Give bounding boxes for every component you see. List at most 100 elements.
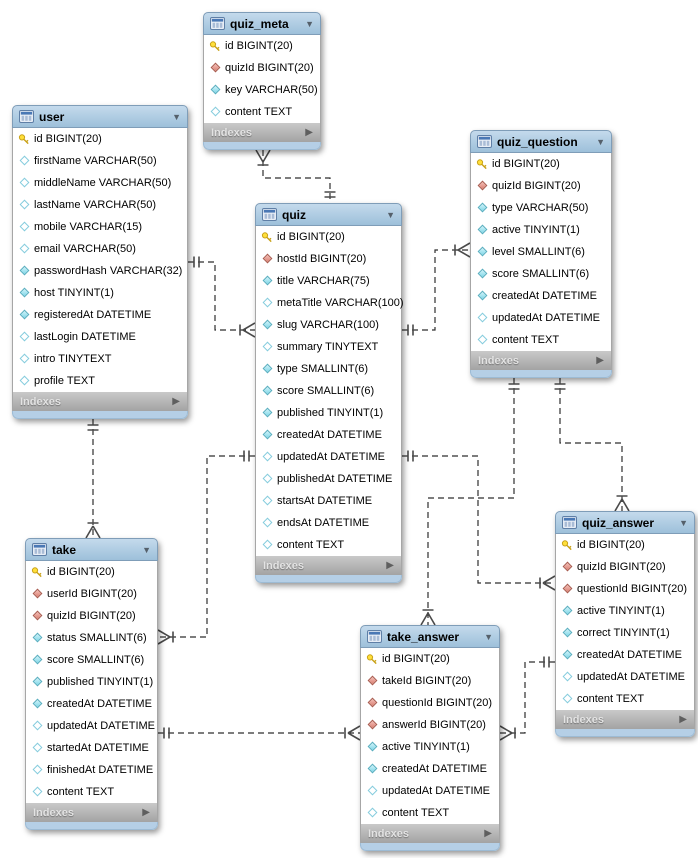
column-row[interactable]: updatedAt DATETIME (361, 780, 499, 802)
relationship-take_answer-quiz_question[interactable] (420, 378, 520, 626)
expand-arrow-icon[interactable]: ▶ (386, 560, 394, 571)
table-header[interactable]: take▼ (25, 538, 158, 561)
relationship-take_answer-take[interactable] (158, 725, 361, 741)
indexes-section[interactable]: Indexes▶ (12, 392, 188, 411)
table-take[interactable]: take▼id BIGINT(20)userId BIGINT(20)quizI… (25, 538, 158, 830)
column-row[interactable]: quizId BIGINT(20) (471, 175, 611, 197)
table-quiz_question[interactable]: quiz_question▼id BIGINT(20)quizId BIGINT… (470, 130, 612, 378)
column-row[interactable]: endsAt DATETIME (256, 512, 401, 534)
indexes-section[interactable]: Indexes▶ (470, 351, 612, 370)
table-header[interactable]: quiz_meta▼ (203, 12, 321, 35)
column-row[interactable]: firstName VARCHAR(50) (13, 150, 187, 172)
column-row[interactable]: host TINYINT(1) (13, 282, 187, 304)
collapse-caret-icon[interactable]: ▼ (679, 517, 688, 528)
expand-arrow-icon[interactable]: ▶ (679, 714, 687, 725)
column-row[interactable]: published TINYINT(1) (26, 671, 157, 693)
column-row[interactable]: id BIGINT(20) (256, 226, 401, 248)
table-quiz_answer[interactable]: quiz_answer▼id BIGINT(20)quizId BIGINT(2… (555, 511, 695, 737)
column-row[interactable]: metaTitle VARCHAR(100) (256, 292, 404, 314)
column-row[interactable]: email VARCHAR(50) (13, 238, 187, 260)
expand-arrow-icon[interactable]: ▶ (305, 127, 313, 138)
collapse-caret-icon[interactable]: ▼ (386, 209, 395, 220)
column-row[interactable]: active TINYINT(1) (556, 600, 694, 622)
column-row[interactable]: content TEXT (556, 688, 694, 710)
column-row[interactable]: userId BIGINT(20) (26, 583, 157, 605)
expand-arrow-icon[interactable]: ▶ (596, 355, 604, 366)
column-row[interactable]: lastName VARCHAR(50) (13, 194, 187, 216)
column-row[interactable]: questionId BIGINT(20) (361, 692, 499, 714)
column-row[interactable]: registeredAt DATETIME (13, 304, 187, 326)
column-row[interactable]: finishedAt DATETIME (26, 759, 157, 781)
table-header[interactable]: quiz_question▼ (470, 130, 612, 153)
table-header[interactable]: quiz▼ (255, 203, 402, 226)
relationship-quiz_answer-quiz_question[interactable] (554, 378, 630, 512)
column-row[interactable]: published TINYINT(1) (256, 402, 401, 424)
indexes-section[interactable]: Indexes▶ (203, 123, 321, 142)
column-row[interactable]: updatedAt DATETIME (556, 666, 694, 688)
column-row[interactable]: questionId BIGINT(20) (556, 578, 694, 600)
column-row[interactable]: id BIGINT(20) (556, 534, 694, 556)
column-row[interactable]: id BIGINT(20) (26, 561, 157, 583)
column-row[interactable]: content TEXT (361, 802, 499, 824)
column-row[interactable]: mobile VARCHAR(15) (13, 216, 187, 238)
column-row[interactable]: createdAt DATETIME (471, 285, 611, 307)
column-row[interactable]: correct TINYINT(1) (556, 622, 694, 644)
collapse-caret-icon[interactable]: ▼ (484, 631, 493, 642)
column-row[interactable]: takeId BIGINT(20) (361, 670, 499, 692)
column-row[interactable]: profile TEXT (13, 370, 187, 392)
expand-arrow-icon[interactable]: ▶ (484, 828, 492, 839)
column-row[interactable]: updatedAt DATETIME (26, 715, 157, 737)
column-row[interactable]: active TINYINT(1) (471, 219, 611, 241)
column-row[interactable]: passwordHash VARCHAR(32) (13, 260, 187, 282)
column-row[interactable]: quizId BIGINT(20) (556, 556, 694, 578)
column-row[interactable]: createdAt DATETIME (26, 693, 157, 715)
column-row[interactable]: status SMALLINT(6) (26, 627, 157, 649)
column-row[interactable]: createdAt DATETIME (361, 758, 499, 780)
column-row[interactable]: quizId BIGINT(20) (26, 605, 157, 627)
column-row[interactable]: middleName VARCHAR(50) (13, 172, 187, 194)
indexes-section[interactable]: Indexes▶ (555, 710, 695, 729)
column-row[interactable]: intro TINYTEXT (13, 348, 187, 370)
column-row[interactable]: createdAt DATETIME (556, 644, 694, 666)
column-row[interactable]: content TEXT (471, 329, 611, 351)
table-take_answer[interactable]: take_answer▼id BIGINT(20)takeId BIGINT(2… (360, 625, 500, 851)
relationship-quiz_meta-quiz[interactable] (255, 149, 336, 203)
collapse-caret-icon[interactable]: ▼ (305, 18, 314, 29)
relationship-quiz_answer-quiz[interactable] (402, 450, 556, 591)
column-row[interactable]: content TEXT (204, 101, 320, 123)
column-row[interactable]: startedAt DATETIME (26, 737, 157, 759)
indexes-section[interactable]: Indexes▶ (25, 803, 158, 822)
table-quiz[interactable]: quiz▼id BIGINT(20)hostId BIGINT(20)title… (255, 203, 404, 583)
relationship-quiz_question-quiz[interactable] (402, 242, 471, 336)
collapse-caret-icon[interactable]: ▼ (142, 544, 151, 555)
column-row[interactable]: id BIGINT(20) (13, 128, 187, 150)
table-header[interactable]: take_answer▼ (360, 625, 500, 648)
column-row[interactable]: summary TINYTEXT (256, 336, 401, 358)
column-row[interactable]: content TEXT (26, 781, 157, 803)
relationship-quiz-user[interactable] (188, 256, 256, 338)
column-row[interactable]: key VARCHAR(50) (204, 79, 320, 101)
relationship-take_answer-quiz_answer[interactable] (499, 656, 555, 741)
expand-arrow-icon[interactable]: ▶ (172, 396, 180, 407)
column-row[interactable]: type SMALLINT(6) (256, 358, 401, 380)
relationship-take-user[interactable] (85, 419, 101, 539)
column-row[interactable]: hostId BIGINT(20) (256, 248, 401, 270)
column-row[interactable]: answerId BIGINT(20) (361, 714, 499, 736)
column-row[interactable]: publishedAt DATETIME (256, 468, 401, 490)
column-row[interactable]: id BIGINT(20) (471, 153, 611, 175)
column-row[interactable]: updatedAt DATETIME (256, 446, 401, 468)
expand-arrow-icon[interactable]: ▶ (142, 807, 150, 818)
table-quiz_meta[interactable]: quiz_meta▼id BIGINT(20)quizId BIGINT(20)… (203, 12, 321, 150)
column-row[interactable]: score SMALLINT(6) (471, 263, 611, 285)
table-user[interactable]: user▼id BIGINT(20)firstName VARCHAR(50)m… (12, 105, 188, 419)
column-row[interactable]: createdAt DATETIME (256, 424, 401, 446)
indexes-section[interactable]: Indexes▶ (360, 824, 500, 843)
indexes-section[interactable]: Indexes▶ (255, 556, 402, 575)
table-header[interactable]: quiz_answer▼ (555, 511, 695, 534)
column-row[interactable]: score SMALLINT(6) (26, 649, 157, 671)
column-row[interactable]: quizId BIGINT(20) (204, 57, 320, 79)
column-row[interactable]: type VARCHAR(50) (471, 197, 611, 219)
column-row[interactable]: startsAt DATETIME (256, 490, 401, 512)
column-row[interactable]: level SMALLINT(6) (471, 241, 611, 263)
column-row[interactable]: title VARCHAR(75) (256, 270, 401, 292)
